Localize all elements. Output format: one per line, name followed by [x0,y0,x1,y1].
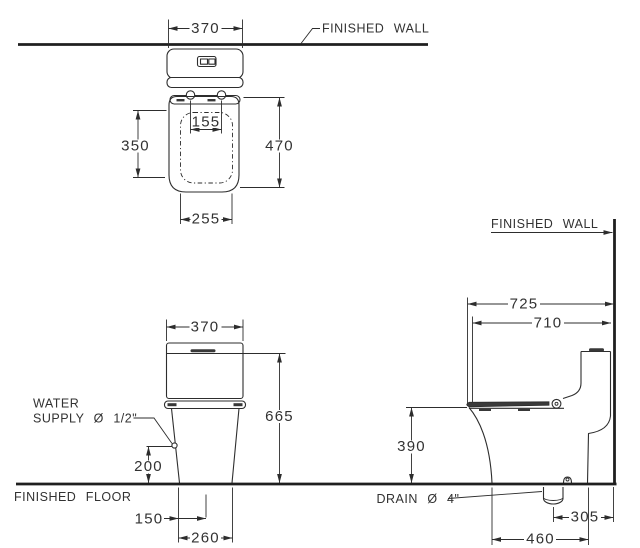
top-view-plan: FINISHED WALL 370 155 [18,19,429,228]
hinge-fitting-right [207,99,216,102]
dim-side-overall-depth: 725 [467,296,614,406]
dim-top-overall-width: 370 [168,19,243,48]
finished-wall-top-label: FINISHED WALL [322,22,429,36]
dim-text: 370 [191,20,220,37]
base-bolt-cap [562,476,573,484]
dim-side-body-depth: 710 [472,315,611,403]
front-view: 370 WATER SUPPLY Ø 1/2" 200 665 [33,319,295,547]
dim-text: 305 [571,509,600,526]
pedestal-right-edge [231,408,240,484]
rim-bolt-right [233,403,243,407]
dim-text: 150 [135,511,164,528]
drain-leader [447,491,543,499]
dim-text: 470 [265,138,294,155]
seat-side-profile [466,401,550,408]
dim-front-overall-height: 665 [264,353,295,483]
dim-text: 370 [191,319,220,336]
water-supply-label-line2: SUPPLY Ø 1/2" [33,412,137,426]
dim-front-tank-width: 370 [166,319,244,341]
dim-side-rim-height: 390 [396,407,467,483]
seat-outer-outline [168,95,240,193]
toilet-side-profile [466,348,612,505]
drain-pipe [542,487,564,505]
water-supply-leader [133,417,173,444]
rim-detail-left [479,408,491,411]
dim-top-bowl-length: 470 [240,97,295,188]
flush-button-half-left [199,58,209,65]
bowl-rim-band [163,400,247,410]
hinge-fitting-left [176,99,185,102]
dim-front-supply-offset: 150 [135,487,233,543]
finished-wall-top-leader [300,28,320,44]
tank-lip-outline [166,76,244,89]
dim-text: 155 [192,114,221,131]
hinge-bolt-left [185,90,196,100]
bowl-inner-dashed-outline [180,112,233,184]
bowl-front-edge [468,407,493,484]
drain-pipe-rim [543,497,564,501]
dim-text: 460 [526,531,555,548]
dim-front-base-width: 260 [178,530,233,547]
flush-button-half-right [208,58,216,65]
water-supply-label-line1: WATER [33,397,79,411]
dim-front-supply-height: 200 [134,446,173,483]
dim-text: 255 [192,211,221,228]
dim-top-seat-inner-length: 350 [120,110,167,178]
tank-front-outline [165,342,244,400]
dim-text: 725 [510,296,539,313]
dim-side-drain-to-wall: 305 [553,507,614,526]
dim-text: 350 [121,138,150,155]
tank-rear-and-base-edge [586,351,612,484]
tank-front-edge [562,351,582,400]
finished-wall-side-label: FINISHED WALL [491,217,598,231]
tank-lid-cap-side [589,348,604,352]
base-bolt-dot [565,477,570,482]
hinge-bolt-right [216,90,227,100]
water-supply-inlet [171,442,178,449]
rim-bolt-left [167,403,177,407]
rim-detail-right [518,408,530,411]
finished-floor-label: FINISHED FLOOR [14,490,131,504]
dim-text: 200 [134,458,163,475]
tank-lid-cap [190,349,216,353]
dim-top-seat-inner-width: 255 [180,193,233,228]
dim-text: 260 [191,530,220,547]
dim-text: 665 [265,408,294,425]
drain-label: DRAIN Ø 4" [377,492,460,506]
dim-text: 390 [397,438,426,455]
dim-top-button-spacing: 155 [190,100,222,134]
seat-hinge-roll [551,398,562,409]
side-view: FINISHED WALL 725 710 [377,217,616,548]
seat-hinge-pin [554,401,559,406]
dim-side-base-depth: 460 [491,487,589,548]
dim-text: 710 [534,315,563,332]
